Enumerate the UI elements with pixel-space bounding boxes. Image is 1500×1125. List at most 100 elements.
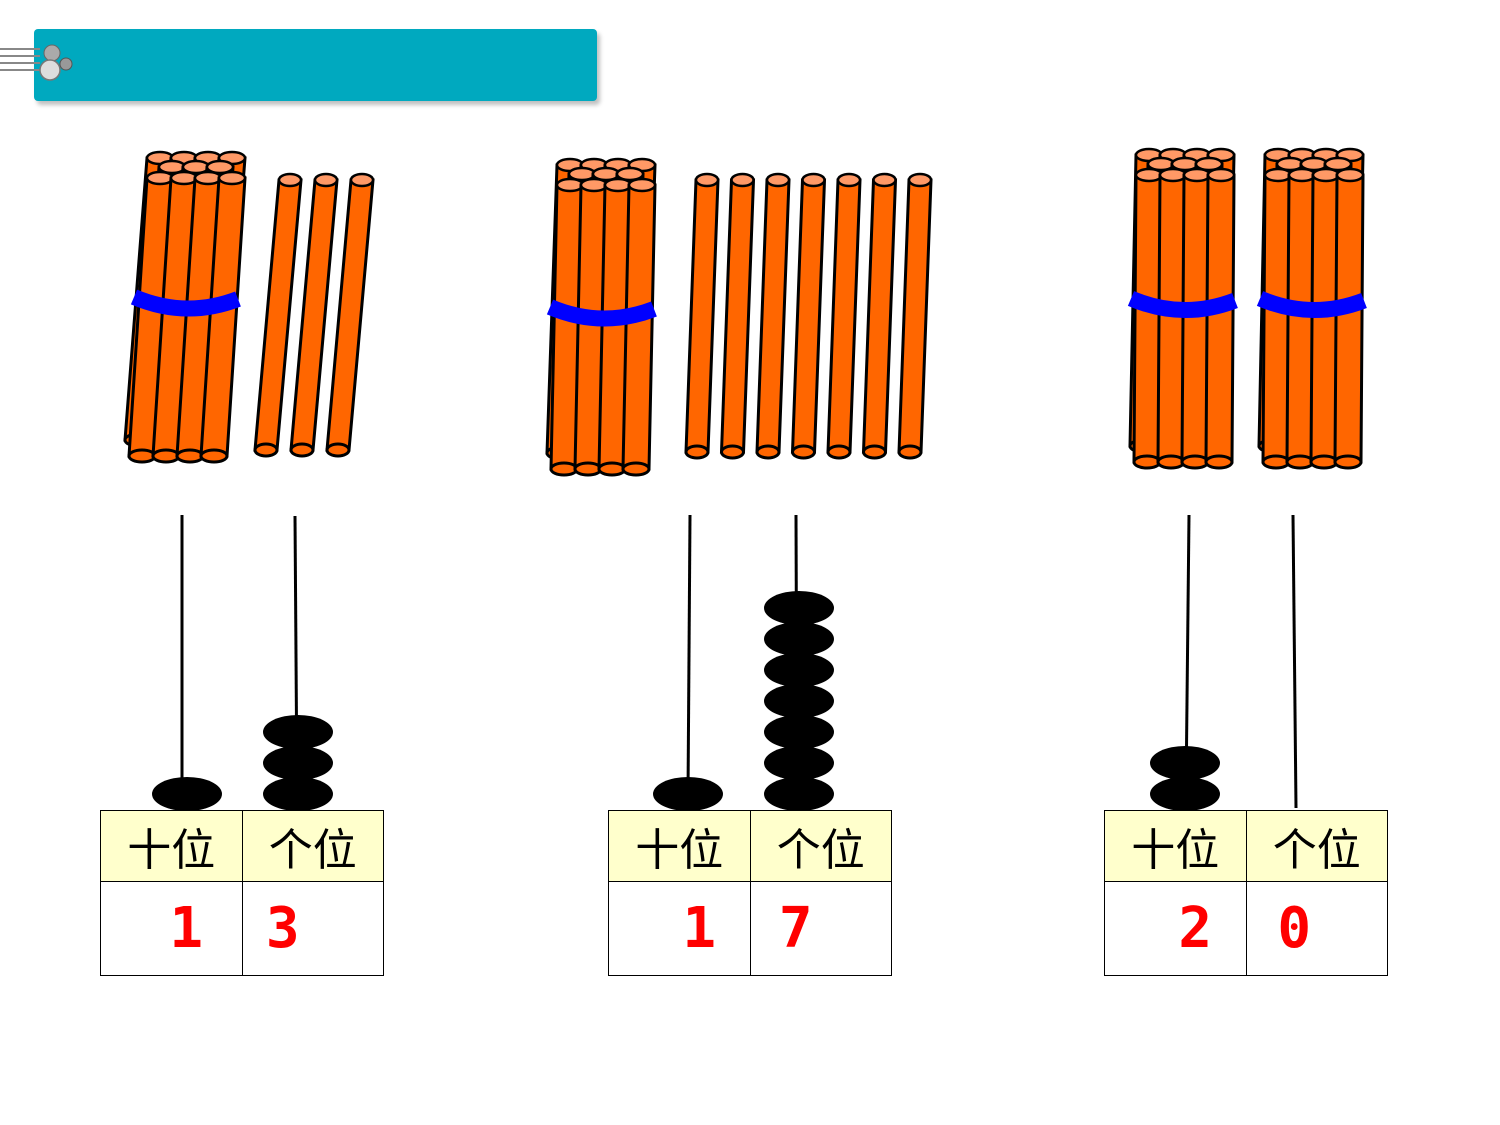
tens-label: 十位 [608,810,751,882]
stick-body [684,178,720,454]
stick-end [791,444,816,460]
single-stick [719,172,756,460]
single-stick [253,172,303,458]
single-stick [861,172,898,460]
abacus-bead [653,777,723,811]
abacus-bead [1150,777,1220,811]
stick-end [549,461,579,477]
abacus-bead [764,591,834,625]
stick-top [349,172,375,188]
abacus-bead [764,777,834,811]
stick-top [1182,167,1212,183]
stick-end [1156,454,1186,470]
tens-label: 十位 [100,810,243,882]
stick-end [621,461,651,477]
stick-end [151,448,181,464]
ones-label: 个位 [749,810,892,882]
stick-top [603,177,633,193]
stick-end [720,444,745,460]
tens-value: 1 [608,881,751,976]
stick-end [1309,454,1339,470]
single-stick [684,172,720,460]
stick-top [1206,167,1236,183]
stick-end [289,442,315,458]
stick-top [730,172,755,188]
stick-body [790,178,827,454]
stick-end [597,461,627,477]
stick-top [836,172,862,188]
abacus-bead [1150,746,1220,780]
stick-top [145,170,175,186]
stick-top [205,159,235,175]
ones-label: 个位 [241,810,384,882]
stick-end [127,448,157,464]
bundle-stick [621,183,657,471]
abacus-bead [263,746,333,780]
abacus-rod [686,514,692,796]
stick-bundle [123,150,247,464]
ones-value: 3 [241,881,384,976]
stick-top [1134,167,1164,183]
stick-top [1287,167,1317,183]
abacus-bead [764,715,834,749]
single-stick [897,172,933,460]
bundle-stick [1204,173,1236,464]
stick-end [755,444,781,460]
stick-top [1158,167,1188,183]
stick-end [1180,454,1210,470]
stick-top [765,172,791,188]
stick-top [313,172,339,188]
stick-top [627,177,657,193]
tens-value: 1 [100,881,243,976]
ones-value: 7 [749,881,892,976]
bundle-band [546,299,657,327]
stick-bundle [1256,147,1367,470]
abacus-rod [1291,514,1298,809]
single-stick [755,172,791,460]
stick-body [826,178,862,454]
stick-bundle [1127,147,1238,470]
stick-end [1204,454,1234,470]
abacus-bead [764,746,834,780]
header-bar [34,29,597,101]
stick-top [615,166,645,182]
stick-top [694,172,720,188]
stick-body [719,178,756,454]
stick-end [897,444,923,460]
stick-top [1311,167,1341,183]
stick-end [175,448,205,464]
stick-end [826,444,852,460]
stick-end [1333,454,1363,470]
abacus-bead [764,622,834,656]
stick-top [1263,167,1293,183]
place-value-table-3: 十位 个位 2 0 [1104,810,1388,976]
stick-end [573,461,603,477]
bundle-band [1256,291,1367,319]
stick-end [1261,454,1291,470]
stick-top [1194,156,1224,172]
stick-end [325,442,351,458]
stick-body [897,178,933,454]
stick-top [193,170,223,186]
stick-top [1323,156,1353,172]
bundle-stick [1333,173,1365,464]
single-stick [790,172,827,460]
stick-top [872,172,897,188]
slide-logo-icon [0,44,73,81]
stick-end [253,442,279,458]
ones-label: 个位 [1245,810,1388,882]
stick-top [907,172,933,188]
tens-label: 十位 [1104,810,1247,882]
stick-body [861,178,898,454]
tens-value: 2 [1104,881,1247,976]
stick-bundle [545,157,657,477]
stick-top [217,170,247,186]
ones-value: 0 [1245,881,1388,976]
abacus-bead [764,684,834,718]
stick-top [801,172,826,188]
stick-end [684,444,710,460]
stick-end [1285,454,1315,470]
stick-top [579,177,609,193]
stick-top [169,170,199,186]
